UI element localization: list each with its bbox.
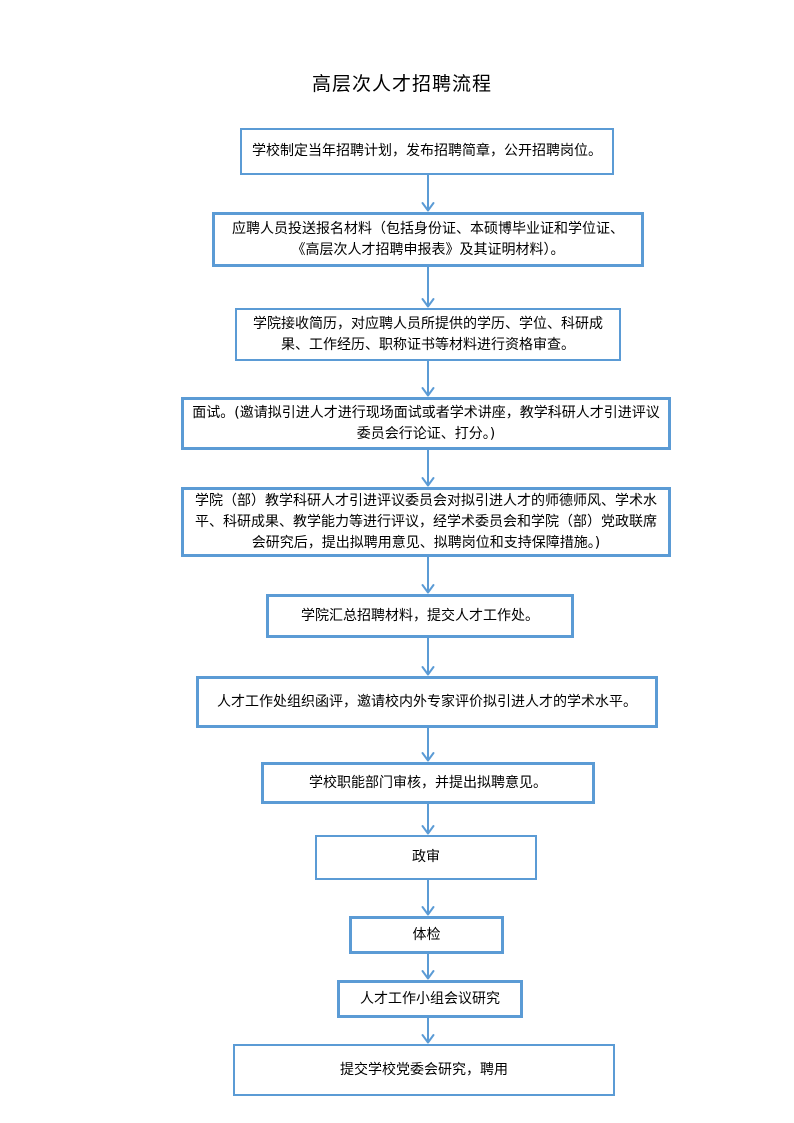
down-arrow-connector-icon (421, 728, 435, 762)
flow-step-4-label: 面试。(邀请拟引进人才进行现场面试或者学术讲座，教学科研人才引进评议委员会行论证… (192, 404, 660, 442)
flow-step-2-box: 应聘人员投送报名材料（包括身份证、本硕博毕业证和学位证、《高层次人才招聘申报表》… (212, 212, 644, 267)
flow-step-1-box: 学校制定当年招聘计划，发布招聘简章，公开招聘岗位。 (240, 128, 614, 175)
flow-step-3-box: 学院接收简历，对应聘人员所提供的学历、学位、科研成果、工作经历、职称证书等材料进… (235, 308, 621, 361)
flow-step-10-box: 体检 (349, 916, 504, 954)
flow-step-5-label: 学院（部）教学科研人才引进评议委员会对拟引进人才的师德师风、学术水平、科研成果、… (195, 492, 657, 551)
flow-step-6-box: 学院汇总招聘材料，提交人才工作处。 (266, 594, 574, 638)
down-arrow-connector-icon (421, 880, 435, 916)
flow-step-5-box: 学院（部）教学科研人才引进评议委员会对拟引进人才的师德师风、学术水平、科研成果、… (181, 487, 671, 557)
flow-step-12-box: 提交学校党委会研究，聘用 (233, 1044, 615, 1096)
flow-step-2-label: 应聘人员投送报名材料（包括身份证、本硕博毕业证和学位证、《高层次人才招聘申报表》… (232, 220, 624, 258)
flow-step-7-label: 人才工作处组织函评，邀请校内外专家评价拟引进人才的学术水平。 (217, 693, 637, 710)
flow-step-11-box: 人才工作小组会议研究 (337, 980, 523, 1018)
flow-step-9-box: 政审 (315, 835, 537, 880)
down-arrow-connector-icon (421, 175, 435, 212)
down-arrow-connector-icon (421, 804, 435, 835)
down-arrow-connector-icon (421, 361, 435, 397)
flow-step-4-box: 面试。(邀请拟引进人才进行现场面试或者学术讲座，教学科研人才引进评议委员会行论证… (181, 397, 671, 450)
flow-step-8-box: 学校职能部门审核，并提出拟聘意见。 (261, 762, 595, 804)
down-arrow-connector-icon (421, 267, 435, 308)
flow-step-8-label: 学校职能部门审核，并提出拟聘意见。 (309, 774, 547, 791)
flow-step-6-label: 学院汇总招聘材料，提交人才工作处。 (301, 607, 539, 624)
down-arrow-connector-icon (421, 450, 435, 487)
flow-step-7-box: 人才工作处组织函评，邀请校内外专家评价拟引进人才的学术水平。 (196, 676, 658, 728)
flowchart-title: 高层次人才招聘流程 (312, 73, 493, 95)
flow-step-12-label: 提交学校党委会研究，聘用 (340, 1061, 508, 1078)
flow-step-10-label: 体检 (412, 926, 441, 943)
down-arrow-connector-icon (421, 557, 435, 594)
down-arrow-connector-icon (421, 1018, 435, 1044)
flow-step-1-label: 学校制定当年招聘计划，发布招聘简章，公开招聘岗位。 (252, 143, 602, 159)
flow-step-9-label: 政审 (412, 849, 440, 865)
down-arrow-connector-icon (421, 954, 435, 980)
flow-step-11-label: 人才工作小组会议研究 (360, 990, 500, 1007)
flow-step-3-label: 学院接收简历，对应聘人员所提供的学历、学位、科研成果、工作经历、职称证书等材料进… (253, 315, 603, 353)
down-arrow-connector-icon (421, 638, 435, 676)
